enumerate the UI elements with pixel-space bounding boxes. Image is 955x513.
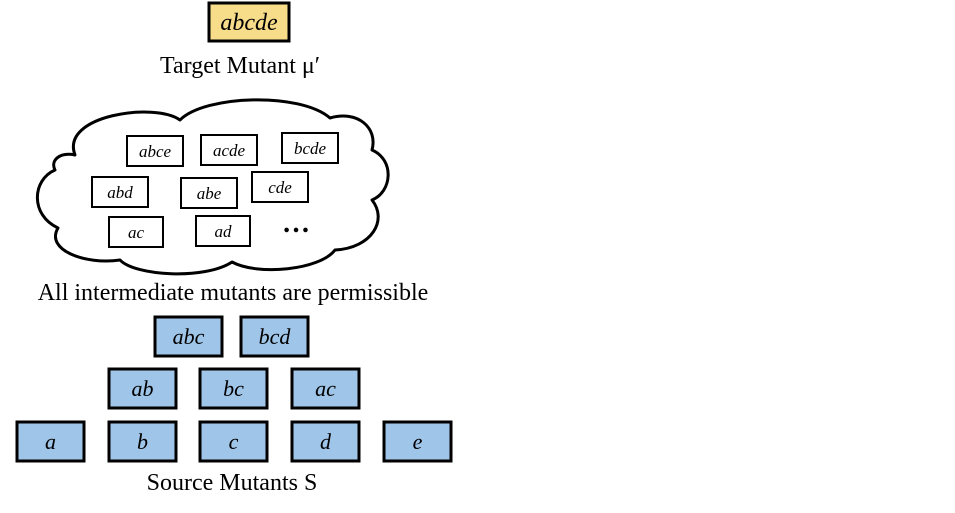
source-mutant-ac-box	[290, 367, 361, 410]
intermediate-mutant-abd-label: abd	[107, 183, 133, 202]
source-mutant-a-box	[15, 420, 86, 463]
intermediate-mutant-abe-box	[180, 177, 238, 209]
source-mutant-a-label: a	[45, 429, 56, 454]
intermediate-mutant-acde-box	[200, 134, 258, 166]
intermediate-mutant-abce-label: abce	[139, 142, 172, 161]
source-mutant-bc-box	[198, 367, 269, 410]
source-mutant-d-label: d	[320, 429, 332, 454]
source-mutant-c-box	[198, 420, 269, 463]
intermediate-mutant-bcde-box	[281, 132, 339, 164]
intermediate-mutant-cde-box	[251, 171, 309, 203]
source-mutant-e-box	[382, 420, 453, 463]
target-mutant-label: abcde	[220, 10, 278, 36]
source-mutant-abc-label: abc	[173, 324, 205, 349]
intermediate-mutant-acde-label: acde	[213, 141, 246, 160]
intermediate-caption: All intermediate mutants are permissible	[38, 280, 429, 306]
source-mutant-ab-label: ab	[132, 376, 154, 401]
source-mutant-b-box	[107, 420, 178, 463]
target-mutant: abcde	[207, 1, 291, 43]
source-mutant-bcd-label: bcd	[259, 324, 292, 349]
source-mutant-bcd-box	[239, 315, 310, 358]
target-mutant-caption: Target Mutant μ′	[160, 53, 320, 79]
source-mutant-abc-box	[153, 315, 224, 358]
intermediate-mutant-abd-box	[91, 176, 149, 208]
intermediate-mutant-abce-box	[126, 135, 184, 167]
source-mutant-b-label: b	[137, 429, 148, 454]
intermediate-mutant-bcde-label: bcde	[294, 139, 327, 158]
intermediate-mutant-abe-label: abe	[197, 184, 222, 203]
target-mutant-box	[207, 1, 291, 43]
source-caption: Source Mutants S	[147, 470, 318, 496]
intermediate-mutant-ac-label: ac	[128, 223, 145, 242]
intermediate-mutant-ad-label: ad	[215, 222, 233, 241]
intermediate-ellipsis: …	[283, 208, 311, 239]
intermediate-mutant-ad-box	[195, 215, 251, 247]
source-mutant-ac-label: ac	[315, 376, 336, 401]
intermediate-mutant-ac-box	[108, 216, 164, 248]
intermediate-mutants: abce acde bcde abd abe cde ac ad	[91, 132, 339, 248]
source-mutant-c-label: c	[229, 429, 239, 454]
intermediate-mutant-cde-label: cde	[268, 178, 292, 197]
source-mutant-ab-box	[107, 367, 178, 410]
source-mutant-bc-label: bc	[223, 376, 244, 401]
source-mutant-d-box	[290, 420, 361, 463]
source-mutant-e-label: e	[413, 429, 423, 454]
